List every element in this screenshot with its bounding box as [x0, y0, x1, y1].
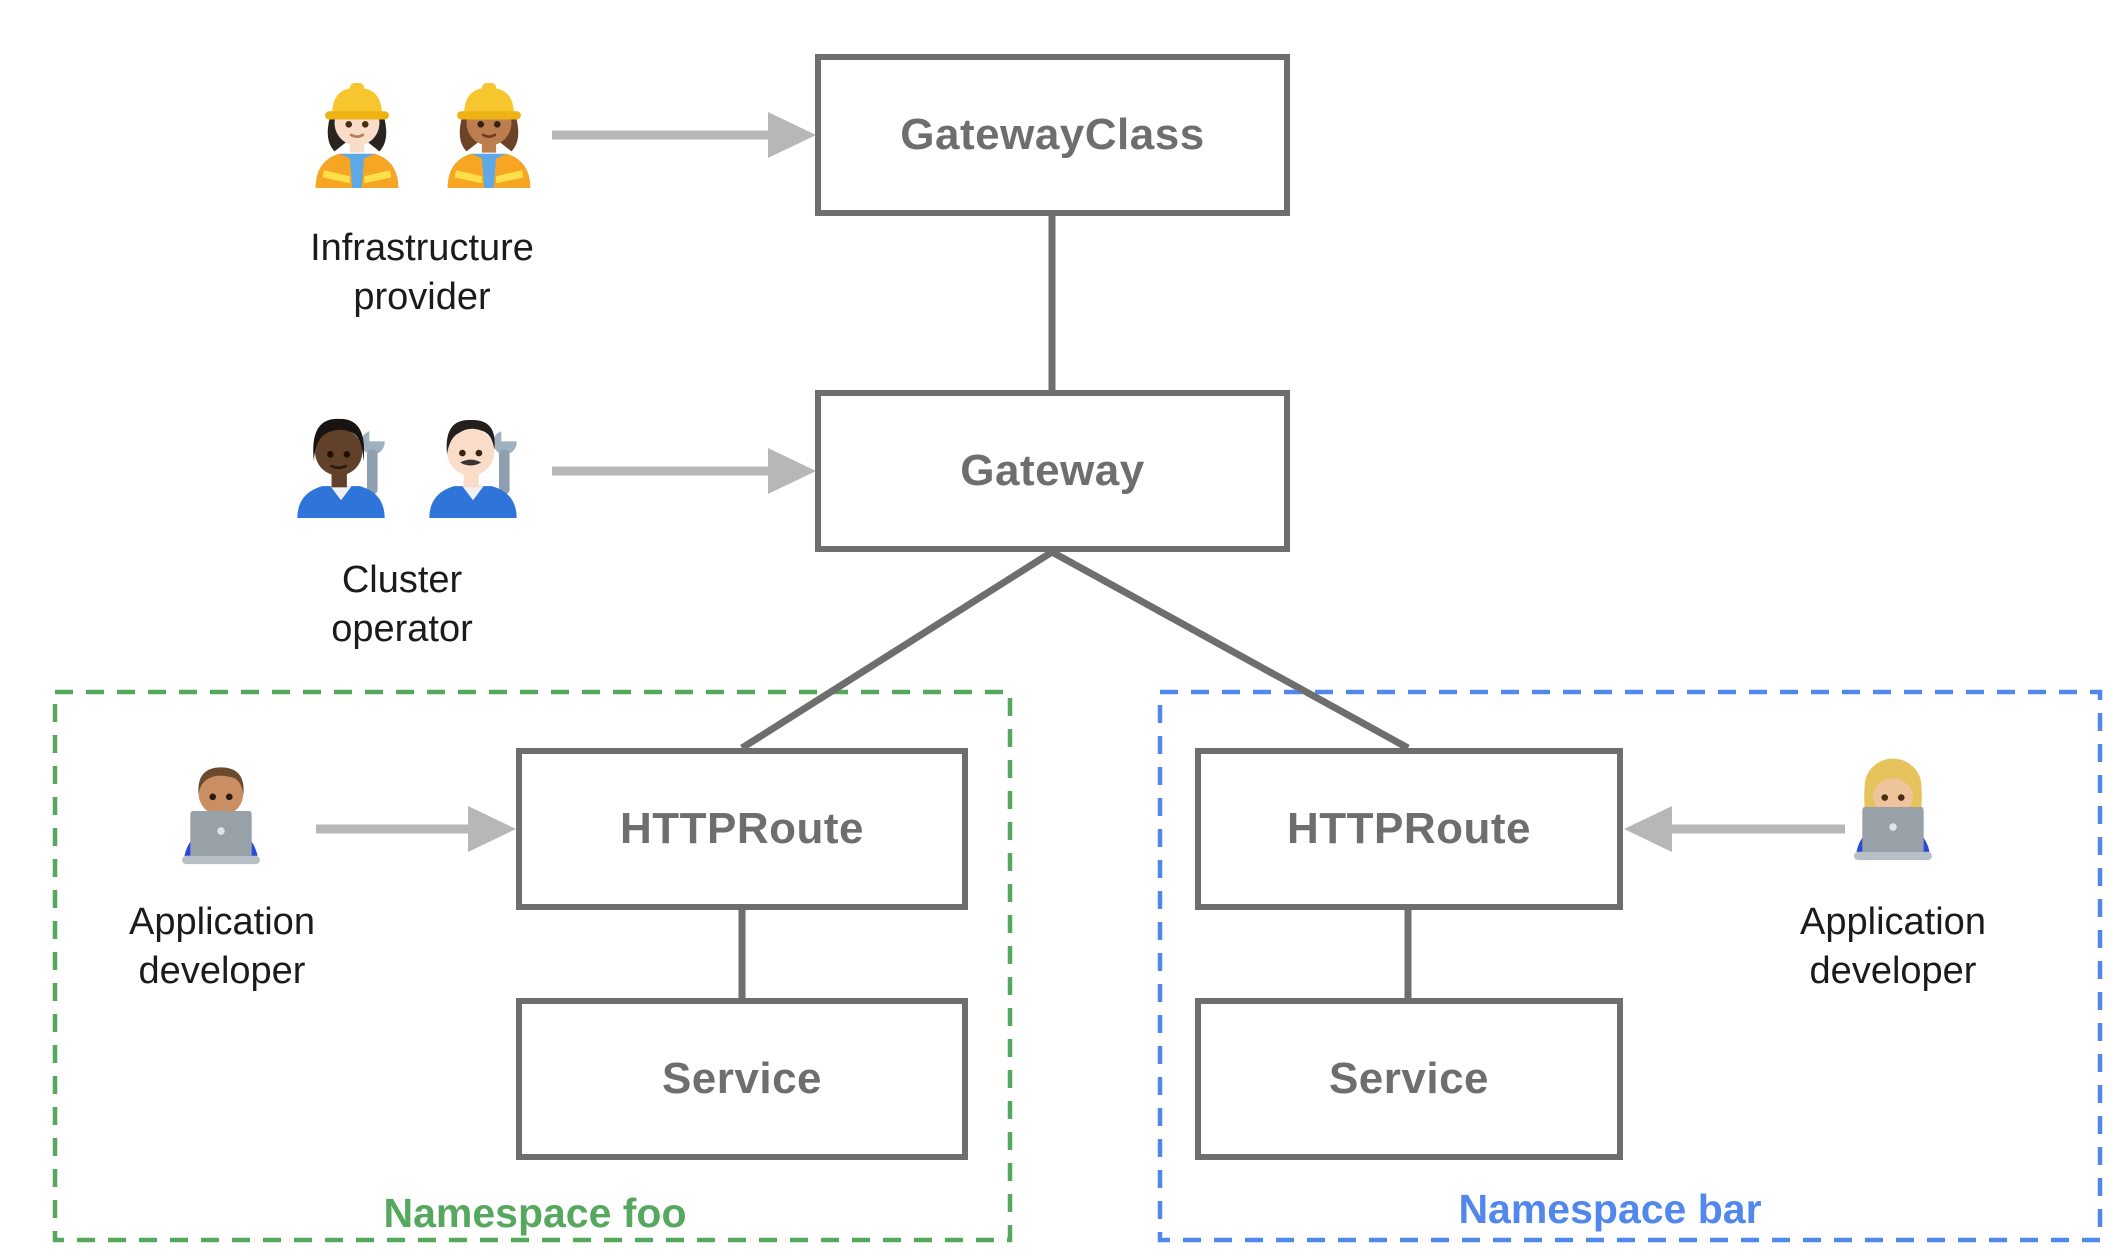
gatewayclass-label: GatewayClass — [900, 110, 1205, 159]
gateway-httproute-bar-connector — [1050, 548, 1410, 752]
cluster-operator-label: Cluster operator — [331, 559, 473, 651]
namespace-foo-label: Namespace foo — [383, 1190, 687, 1236]
app-developer-foo-arrow — [316, 806, 516, 852]
namespace-foo-boundary — [52, 689, 1013, 1243]
cluster-operator-arrow — [552, 448, 816, 494]
namespace-bar-boundary — [1157, 689, 2103, 1243]
app-developer-bar-label: Application developer — [1800, 901, 1986, 993]
infrastructure-provider-arrow — [552, 112, 816, 158]
woman-technologist-icon — [1854, 758, 1932, 861]
woman-construction-worker-medium-icon — [447, 82, 531, 188]
httproute-bar-node: HTTPRoute — [1195, 748, 1623, 910]
gatewayclass-node: GatewayClass — [815, 54, 1290, 216]
woman-construction-worker-light-icon — [315, 82, 399, 188]
service-foo-label: Service — [661, 1054, 823, 1103]
persona-app-developer-bar — [1834, 748, 1952, 866]
httproute-foo-label: HTTPRoute — [619, 804, 865, 853]
gateway-httproute-foo-connector — [740, 549, 1054, 751]
namespace-bar-label: Namespace bar — [1458, 1186, 1762, 1232]
persona-infrastructure-provider — [298, 70, 548, 188]
httproute-foo-node: HTTPRoute — [516, 748, 968, 910]
service-bar-node: Service — [1195, 998, 1623, 1160]
service-bar-label: Service — [1328, 1054, 1490, 1103]
app-developer-foo-label: Application developer — [129, 901, 315, 993]
man-mechanic-light-icon — [429, 420, 517, 518]
persona-app-developer-foo — [162, 752, 280, 870]
gateway-label: Gateway — [960, 446, 1145, 495]
man-technologist-icon — [182, 767, 260, 865]
gateway-node: Gateway — [815, 390, 1290, 552]
app-developer-bar-arrow — [1624, 806, 1845, 852]
persona-cluster-operator — [282, 400, 532, 518]
httproute-bar-label: HTTPRoute — [1286, 804, 1532, 853]
person-mechanic-dark-icon — [297, 418, 385, 518]
service-foo-node: Service — [516, 998, 968, 1160]
infrastructure-provider-label: Infrastructure provider — [310, 227, 534, 319]
